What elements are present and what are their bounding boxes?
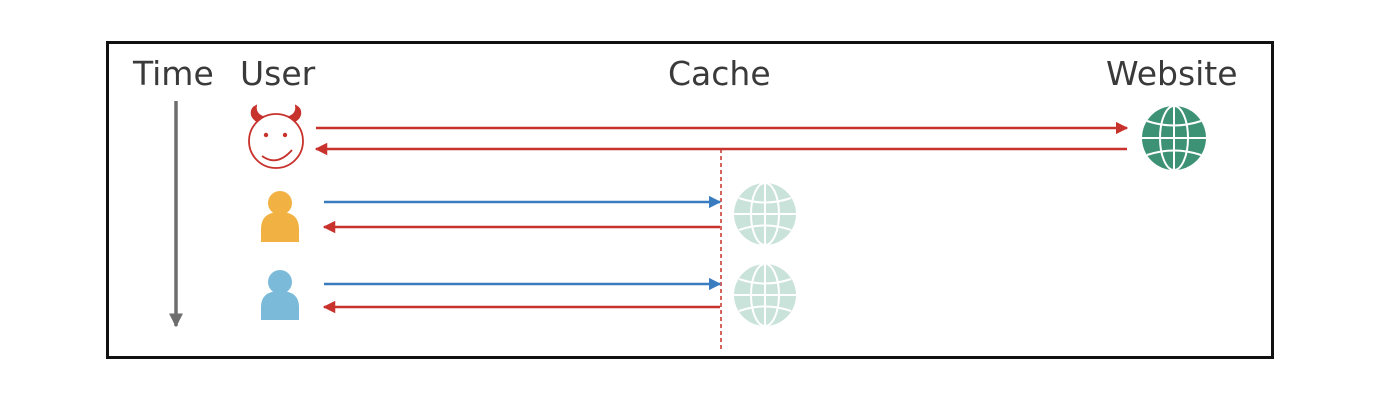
- time-label: Time: [133, 54, 214, 93]
- website-globe-icon: [1142, 105, 1206, 171]
- cached-globe-icon: [734, 182, 796, 246]
- user-label: User: [240, 54, 316, 93]
- person-icon: [261, 191, 299, 242]
- website-label: Website: [1106, 54, 1238, 93]
- cache-label: Cache: [668, 54, 771, 93]
- devil-face-icon: [248, 104, 304, 169]
- diagram-frame: [106, 41, 1274, 359]
- cached-globe-icon: [734, 263, 796, 327]
- person-icon: [261, 270, 299, 320]
